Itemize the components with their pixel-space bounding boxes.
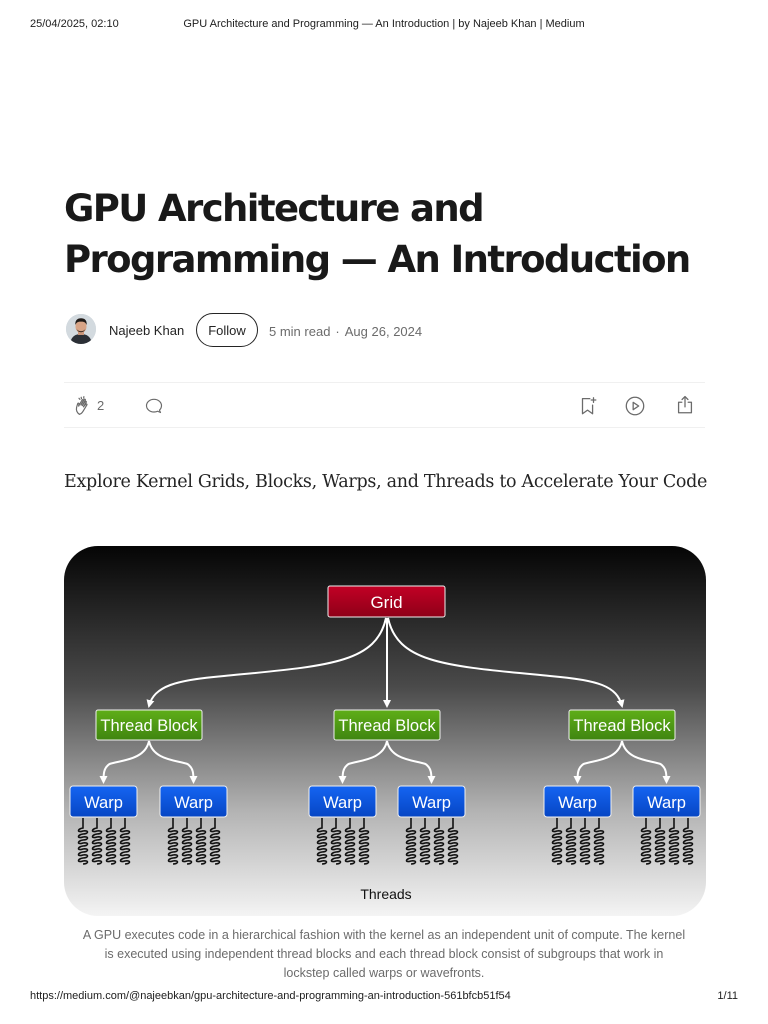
read-time: 5 min read: [269, 324, 331, 339]
comment-icon[interactable]: [144, 396, 164, 416]
hierarchy-figure: Grid Thread Block Thread Block Thread Bl…: [64, 546, 706, 916]
author-avatar[interactable]: [66, 314, 96, 344]
thread-block-node-1: Thread Block: [95, 709, 203, 741]
article-title: GPU Architecture and Programming — An In…: [64, 183, 724, 285]
thread-squiggle: [316, 818, 328, 865]
warp-label: Warp: [647, 794, 686, 812]
figure-caption: A GPU executes code in a hierarchical fa…: [58, 926, 710, 983]
connector-arrow: [386, 740, 436, 784]
warp-label: Warp: [558, 794, 597, 812]
caption-line-1: A GPU executes code in a hierarchical fa…: [82, 928, 686, 942]
thread-block-node-3: Thread Block: [568, 709, 676, 741]
warp-box: [632, 785, 701, 818]
print-date: 25/04/2025, 02:10: [30, 18, 119, 30]
thread-squiggle: [358, 818, 370, 865]
warp-node-1: Warp: [69, 785, 138, 818]
gpu-hierarchy-diagram: Grid Thread Block Thread Block Thread Bl…: [64, 546, 706, 916]
hierarchy-connectors: [99, 617, 671, 784]
thread-block-label: Thread Block: [338, 717, 436, 735]
byline: Najeeb Khan Follow 5 min read · Aug 26, 20…: [66, 313, 666, 347]
warp-box: [543, 785, 612, 818]
thread-block-box: [95, 709, 203, 741]
clap-icon[interactable]: [72, 395, 94, 417]
warp-node-5: Warp: [543, 785, 612, 818]
warp-label: Warp: [412, 794, 451, 812]
thread-squiggle: [654, 818, 666, 865]
threads-label: Threads: [360, 886, 411, 902]
thread-squiggle: [447, 818, 459, 865]
thread-squiggle: [91, 818, 103, 865]
article-title-line-1: GPU Architecture and: [64, 187, 485, 230]
thread-block-box: [333, 709, 441, 741]
thread-squiggle: [593, 818, 605, 865]
connector-arrow: [621, 740, 671, 784]
clap-count: 2: [97, 398, 105, 413]
thread-squiggle: [668, 818, 680, 865]
thread-squiggle: [405, 818, 417, 865]
connector-arrow: [338, 740, 388, 784]
thread-squiggle: [195, 818, 207, 865]
connector-arrow: [387, 617, 625, 708]
warp-box: [308, 785, 377, 818]
page-url: https://medium.com/@najeebkan/gpu-archit…: [30, 990, 511, 1002]
thread-squiggle: [433, 818, 445, 865]
thread-squiggle: [209, 818, 221, 865]
article-meta: 5 min read · Aug 26, 2024: [269, 324, 422, 339]
warp-box: [397, 785, 466, 818]
grid-label: Grid: [370, 593, 402, 612]
thread-squiggle: [551, 818, 563, 865]
thread-squiggles: [77, 818, 694, 865]
print-footer: https://medium.com/@najeebkan/gpu-archit…: [0, 990, 768, 1006]
warp-label: Warp: [323, 794, 362, 812]
thread-squiggle: [640, 818, 652, 865]
connector-arrow: [148, 740, 198, 784]
thread-squiggle: [682, 818, 694, 865]
thread-squiggle: [330, 818, 342, 865]
caption-line-3: lockstep called warps or wavefronts.: [283, 966, 485, 980]
warp-node-3: Warp: [308, 785, 377, 818]
thread-squiggle: [77, 818, 89, 865]
warp-box: [159, 785, 228, 818]
article-title-line-2: Programming — An Introduction: [64, 238, 691, 281]
thread-block-node-2: Thread Block: [333, 709, 441, 741]
caption-line-2: is executed using independent thread blo…: [104, 947, 664, 961]
bookmark-icon[interactable]: [577, 395, 599, 417]
thread-squiggle: [181, 818, 193, 865]
connector-arrow: [146, 617, 387, 708]
warp-label: Warp: [174, 794, 213, 812]
share-icon[interactable]: [674, 394, 696, 416]
thread-block-label: Thread Block: [100, 717, 198, 735]
thread-block-box: [568, 709, 676, 741]
thread-squiggle: [419, 818, 431, 865]
author-name[interactable]: Najeeb Khan: [109, 323, 185, 338]
thread-squiggle: [119, 818, 131, 865]
avatar-portrait: [66, 314, 96, 344]
listen-play-icon[interactable]: [624, 395, 646, 417]
meta-separator: ·: [335, 324, 340, 339]
connector-arrow: [99, 740, 150, 784]
warp-box: [69, 785, 138, 818]
grid-box: [327, 585, 446, 618]
publish-date: Aug 26, 2024: [344, 324, 423, 339]
warp-node-2: Warp: [159, 785, 228, 818]
grid-node: Grid: [327, 585, 446, 618]
connector-arrow: [573, 740, 623, 784]
warp-label: Warp: [84, 794, 123, 812]
page-number: 1/11: [717, 990, 738, 1002]
thread-squiggle: [579, 818, 591, 865]
print-header: 25/04/2025, 02:10 GPU Architecture and P…: [0, 18, 768, 34]
thread-squiggle: [105, 818, 117, 865]
warp-node-6: Warp: [632, 785, 701, 818]
warp-node-4: Warp: [397, 785, 466, 818]
print-page-title: GPU Architecture and Programming — An In…: [183, 18, 585, 30]
thread-squiggle: [344, 818, 356, 865]
follow-button[interactable]: Follow: [196, 313, 258, 347]
article-subtitle: Explore Kernel Grids, Blocks, Warps, and…: [64, 472, 708, 492]
thread-squiggle: [565, 818, 577, 865]
thread-block-label: Thread Block: [573, 717, 671, 735]
article-action-bar: 2: [64, 382, 705, 428]
thread-squiggle: [167, 818, 179, 865]
